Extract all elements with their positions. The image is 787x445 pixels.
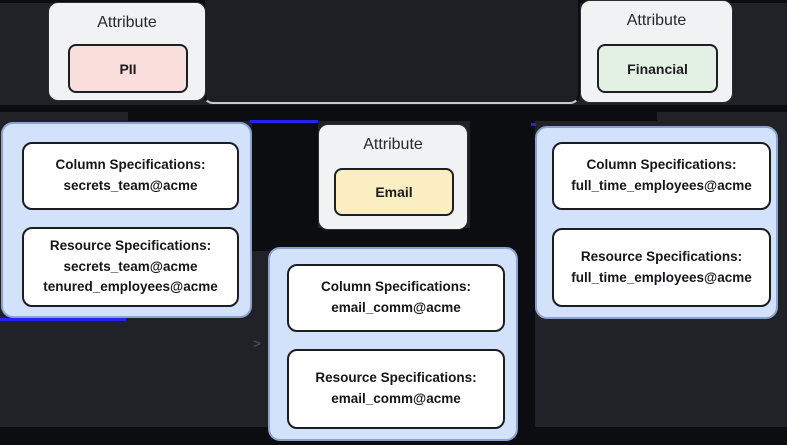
attribute-node-email[interactable]: Attribute Email — [318, 124, 468, 230]
chevron-right-icon: > — [253, 336, 261, 351]
resource-spec-title: Resource Specifications: — [315, 370, 477, 386]
column-specifications-box[interactable]: Column Specifications: full_time_employe… — [552, 142, 771, 210]
resource-spec-title: Resource Specifications: — [580, 248, 743, 264]
resource-spec-value: tenured_employees@acme — [43, 279, 218, 295]
spec-node-email-comm[interactable]: Column Specifications: email_comm@acme R… — [268, 247, 518, 441]
attribute-node-pii[interactable]: Attribute PII — [48, 2, 206, 101]
attribute-node-financial[interactable]: Attribute Financial — [580, 0, 733, 103]
attribute-node-title: Attribute — [626, 12, 687, 29]
collapsed-dark-node[interactable] — [203, 0, 580, 104]
highlighted-edge-top[interactable] — [250, 120, 318, 123]
attribute-chip-pii: PII — [68, 44, 188, 93]
spec-node-secrets-team[interactable]: Column Specifications: secrets_team@acme… — [1, 122, 252, 318]
attribute-node-title: Attribute — [97, 14, 157, 31]
resource-specifications-box[interactable]: Resource Specifications: full_time_emplo… — [552, 228, 771, 307]
column-specifications-box[interactable]: Column Specifications: secrets_team@acme — [22, 142, 239, 210]
attribute-chip-email: Email — [334, 168, 454, 216]
column-spec-title: Column Specifications: — [586, 157, 737, 173]
column-spec-value: full_time_employees@acme — [571, 178, 752, 193]
attribute-chip-financial: Financial — [597, 44, 718, 93]
column-specifications-box[interactable]: Column Specifications: email_comm@acme — [287, 264, 505, 332]
resource-spec-title: Resource Specifications: — [49, 237, 212, 253]
resource-spec-value: full_time_employees@acme — [571, 269, 752, 285]
edge-vertical-gap-left — [252, 121, 318, 251]
column-spec-title: Column Specifications: — [320, 279, 472, 295]
edge-under-email — [318, 228, 470, 247]
resource-specifications-box[interactable]: Resource Specifications: secrets_team@ac… — [22, 227, 239, 307]
resource-spec-value: email_comm@acme — [331, 391, 461, 406]
column-spec-value: email_comm@acme — [331, 300, 461, 315]
attribute-node-title: Attribute — [363, 136, 423, 153]
resource-specifications-box[interactable]: Resource Specifications: email_comm@acme — [287, 349, 505, 429]
edge-endpoint-dot — [531, 123, 536, 126]
edge-horizontal-band-mid — [128, 105, 657, 121]
highlighted-edge-bottom-left[interactable] — [0, 318, 126, 321]
column-spec-value: secrets_team@acme — [63, 178, 198, 193]
spec-node-full-time-employees[interactable]: Column Specifications: full_time_employe… — [535, 126, 778, 319]
column-spec-title: Column Specifications: — [55, 157, 206, 173]
resource-spec-value: secrets_team@acme — [63, 258, 198, 274]
